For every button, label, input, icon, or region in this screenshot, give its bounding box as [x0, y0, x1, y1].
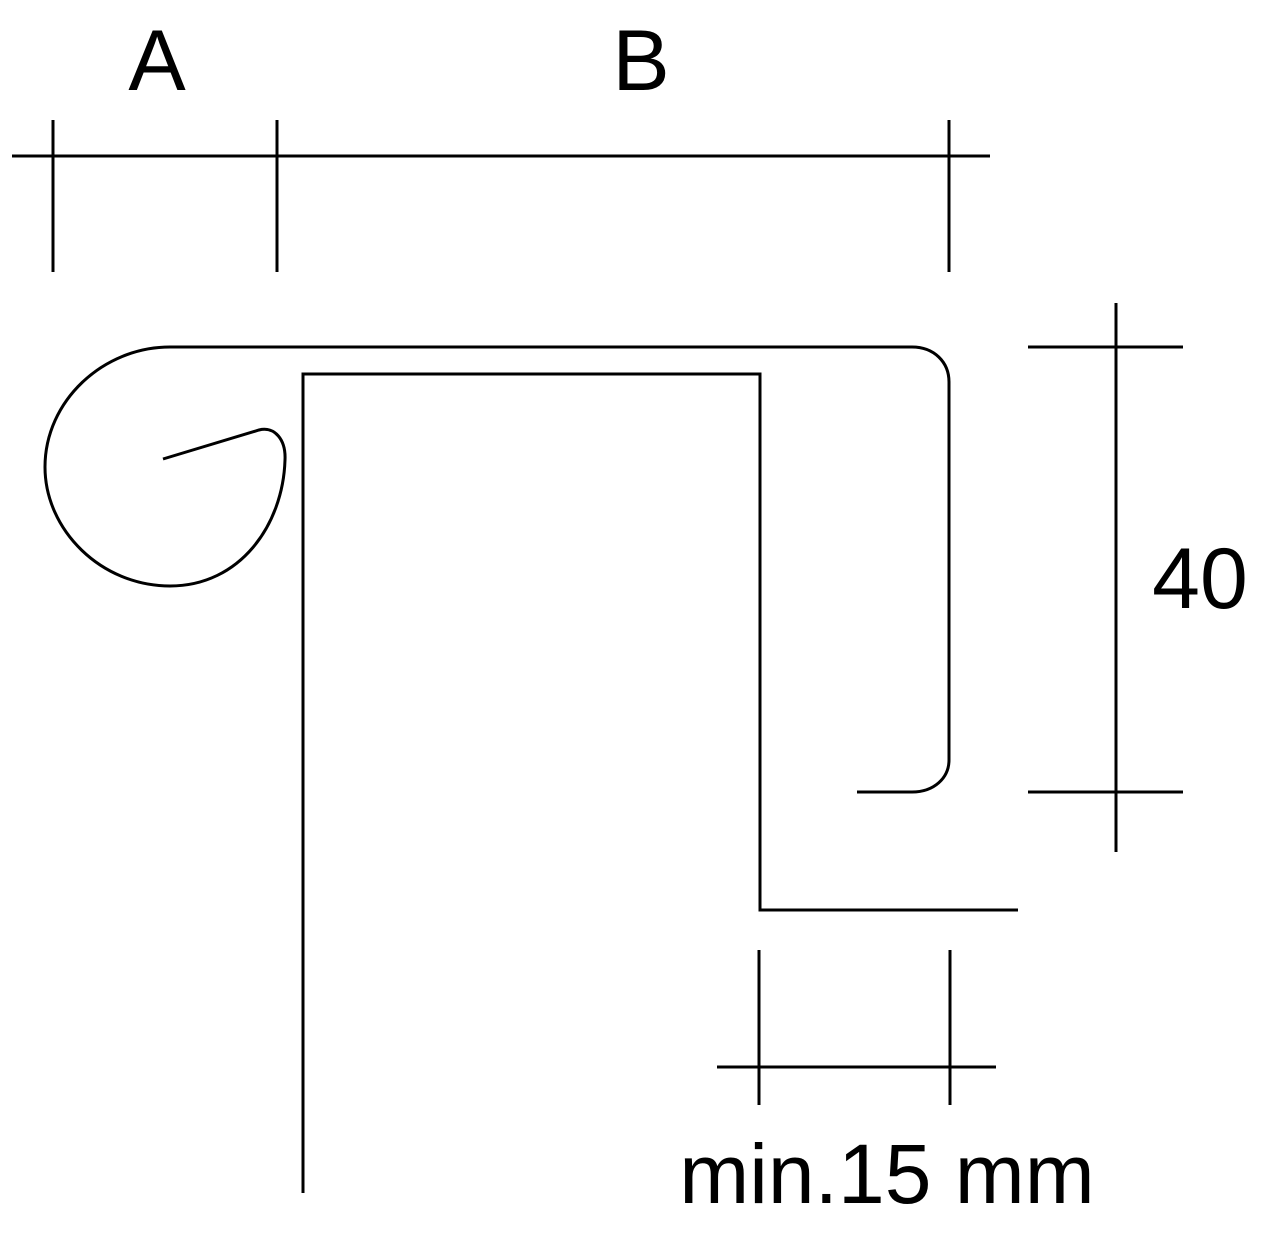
min-width-label: min.15 mm — [679, 1127, 1094, 1221]
height-dimension-label: 40 — [1152, 531, 1248, 627]
inner-profile-line — [301, 372, 1018, 1193]
min-width-dimension-group: min.15 mm — [679, 950, 1095, 1221]
dimension-a-label: A — [128, 13, 186, 109]
outer-profile-line — [43, 345, 951, 794]
dimension-b-label: B — [612, 13, 669, 109]
height-dimension-group: 40 — [1028, 303, 1248, 852]
top-dimension-group: A B — [12, 13, 990, 272]
